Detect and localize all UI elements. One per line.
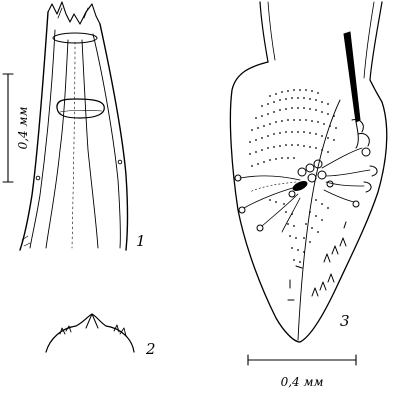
fig3-body-left-inner: [267, 1, 276, 61]
fig3-pedunculate-papilla-r3: [363, 181, 372, 193]
fig3-pedunculate-papilla-r4: [352, 200, 360, 208]
fig3-pedunculate-papilla-l2: [238, 206, 246, 214]
figure-1-anterior-end: [19, 1, 129, 251]
fig1-cuticle-striations: [21, 235, 31, 247]
fig2-right-papillae: [113, 324, 127, 337]
scale-bar-vertical: 0,4 мм: [2, 73, 30, 183]
fig3-pedunculate-papilla-r1: [361, 147, 371, 157]
fig3-papilla-stalk-r4: [323, 189, 355, 203]
fig1-inner-right-contour: [92, 33, 121, 249]
fig3-cloacal-papilla-5: [317, 170, 327, 180]
fig3-cloacal-papilla-4: [307, 173, 317, 183]
fig1-cervical-papilla-left: [35, 175, 41, 181]
figure-2-head-outline: [45, 313, 135, 353]
figure-2-number: 2: [145, 340, 156, 358]
scale-bar-horizontal: 0,4 мм: [247, 354, 357, 389]
fig3-tail-dash: [343, 221, 347, 229]
fig3-ventral-tubercles: [249, 89, 337, 263]
fig1-oesophagus-right: [81, 39, 99, 249]
fig1-oesophagus-left: [45, 39, 69, 249]
fig3-papilla-stalk-r3: [325, 181, 365, 187]
fig3-spicule-tip: [355, 121, 359, 149]
fig3-papilla-stalk-r2: [325, 169, 371, 177]
figure-3-number: 3: [340, 312, 350, 330]
fig3-adanal-papilla-right: [326, 180, 334, 188]
fig3-adanal-papilla-left: [288, 190, 296, 198]
figure-1-number: 1: [136, 232, 146, 250]
figure-3-male-tail: [229, 1, 388, 343]
fig3-papilla-stalk-l5: [249, 181, 297, 193]
fig3-cloacal-papilla-1: [305, 163, 315, 173]
fig3-left-tail-marks: [287, 265, 303, 301]
scale-bar-horizontal-label: 0,4 мм: [281, 375, 324, 389]
fig3-body-right-contour: [369, 1, 383, 81]
fig1-cervical-papilla-right: [117, 159, 123, 165]
fig1-outer-right-contour: [99, 23, 129, 251]
fig3-papilla-stalk-r1: [321, 147, 363, 169]
fig2-left-papillae: [59, 325, 72, 335]
fig3-papilla-stalk-l4: [281, 197, 301, 233]
fig1-cephalic-papillae: [57, 7, 89, 19]
fig1-oesophageal-lumen: [71, 41, 76, 249]
fig3-pedunculate-papilla-r2: [369, 165, 378, 177]
fig1-inner-left-contour: [29, 29, 56, 249]
fig1-nerve-ring-inner: [59, 110, 103, 113]
fig3-papilla-stalk-l2: [243, 185, 301, 209]
fig2-central-lip: [85, 313, 99, 329]
fig3-caudal-ala: [229, 61, 388, 343]
fig3-cloacal-papilla-2: [313, 159, 323, 169]
fig1-buccal-ring: [52, 32, 98, 44]
fig3-caudal-spines-upper: [323, 237, 347, 263]
fig3-body-right-inner: [363, 1, 375, 79]
fig3-papilla-stalk-l1: [239, 175, 301, 181]
scale-bar-vertical-label: 0,4 мм: [16, 107, 30, 150]
fig3-spicule: [343, 31, 361, 123]
fig3-cloacal-papilla-3: [297, 167, 307, 177]
fig1-cephalic-lips: [47, 1, 101, 25]
fig3-caudal-spines-lower: [311, 273, 335, 297]
fig3-pedunculate-papilla-l3: [256, 224, 264, 232]
fig3-pedunculate-papilla-l1: [234, 174, 242, 182]
fig1-nerve-ring: [56, 98, 105, 119]
fig1-outer-left-contour: [19, 11, 49, 251]
fig3-body-left-contour: [259, 1, 269, 63]
fig3-body-midline: [297, 99, 341, 341]
fig3-precloacal-papillae: [351, 119, 370, 147]
fig3-papilla-stalk-l3: [261, 193, 299, 227]
